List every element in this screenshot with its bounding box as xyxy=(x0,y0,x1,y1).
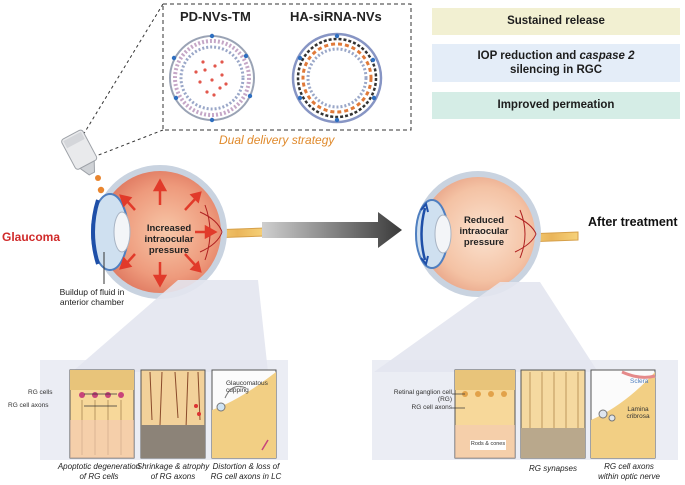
treatment-arrow xyxy=(262,212,402,248)
dashed-leader-top xyxy=(79,3,164,141)
right-panel-optic-nerve xyxy=(590,369,656,459)
rg-cells-label: RG cells xyxy=(28,389,53,396)
caption-shrinkage-line1: Shrinkage & atrophy xyxy=(136,462,210,471)
increased-line1: Increased xyxy=(146,223,192,234)
left-panel-axons xyxy=(140,369,206,459)
iop-reduction-box xyxy=(432,44,680,82)
permeation-box xyxy=(432,92,680,119)
caption-optic-line1: RG cell axons xyxy=(604,462,654,471)
right-zoom-cone xyxy=(374,282,598,372)
left-zoom-cone xyxy=(72,280,268,372)
increased-pressure-label: Increased intraocular pressure xyxy=(138,223,200,257)
retinal-line1: Retinal ganglion cell xyxy=(393,389,452,396)
pd-nvs-tm-title: PD-NVs-TM xyxy=(180,9,251,24)
caption-apoptotic-line1: Apoptotic degeneration xyxy=(57,462,141,471)
rg-cell-axons-label: RG cell axons xyxy=(8,402,49,409)
iop-line2: silencing in RGC xyxy=(509,64,602,76)
caption-apoptotic-line2: of RG cells xyxy=(79,471,119,481)
dashed-leader-bottom xyxy=(95,129,164,157)
retinal-ganglion-label: Retinal ganglion cell (RG) xyxy=(370,389,452,404)
fluid-line2: anterior chamber xyxy=(59,296,125,307)
caption-rg-synapses: RG synapses xyxy=(528,464,578,473)
eye-dropper-icon xyxy=(61,129,105,194)
caption-optic-line2: within optic nerve xyxy=(598,471,660,481)
left-panel-rg-cells xyxy=(69,369,135,459)
caption-shrinkage-line2: of RG axons xyxy=(150,471,196,481)
caption-distortion: Distortion & loss of RG cell axons in LC xyxy=(206,462,286,481)
ha-sirna-nvs-vesicle xyxy=(291,32,383,124)
reduced-pressure-label: Reduced intraocular pressure xyxy=(452,215,516,249)
iop-line1: IOP reduction and xyxy=(477,49,580,62)
rods-cones-label: Rods & cones xyxy=(470,441,506,447)
fluid-line1: Buildup of fluid in xyxy=(59,287,125,297)
caspase-text: caspase 2 xyxy=(579,49,635,62)
retinal-line2: (RG) xyxy=(437,396,452,404)
increased-line2: intraocular xyxy=(144,233,194,245)
glaucoma-eye xyxy=(91,165,266,299)
left-panel-cupping xyxy=(211,369,277,459)
reduced-line1: Reduced xyxy=(463,215,505,226)
right-panel-synapses xyxy=(520,369,586,459)
caption-shrinkage: Shrinkage & atrophy of RG axons xyxy=(132,462,214,481)
caption-rg-optic-nerve: RG cell axons within optic nerve xyxy=(590,462,668,481)
sustained-release-box xyxy=(432,8,680,35)
permeation-label: Improved permeation xyxy=(497,99,615,112)
iop-reduction-label: IOP reduction and caspase 2 silencing in… xyxy=(432,44,680,82)
caption-distortion-line1: Distortion & loss of xyxy=(212,462,280,471)
glaucoma-label: Glaucoma xyxy=(2,230,61,244)
sustained-release-label: Sustained release xyxy=(507,15,605,28)
right-panel-retina xyxy=(454,369,516,459)
glaucomatous-cupping-label: Glaucomatous cupping xyxy=(226,380,274,395)
ha-sirna-nvs-title: HA-siRNA-NVs xyxy=(290,9,382,24)
increased-line3: pressure xyxy=(148,244,190,256)
sclera-label: Sclera xyxy=(630,378,649,385)
caption-apoptotic: Apoptotic degeneration of RG cells xyxy=(44,462,154,481)
after-treatment-label: After treatment xyxy=(588,215,678,229)
cupping-line1: Glaucomatous xyxy=(226,380,268,387)
lamina-line1: Lamina xyxy=(627,406,649,413)
lamina-cribrosa-label: Lamina cribrosa xyxy=(622,406,654,421)
cupping-line2: cupping xyxy=(226,387,249,395)
dual-delivery-label: Dual delivery strategy xyxy=(219,133,335,147)
fluid-buildup-label: Buildup of fluid in anterior chamber xyxy=(42,287,142,308)
lamina-line2: cribrosa xyxy=(626,413,650,421)
reduced-line2: intraocular xyxy=(459,225,509,237)
nanovesicle-box xyxy=(162,3,412,131)
pd-nvs-tm-vesicle xyxy=(169,33,255,123)
rg-axons-right-label: RG cell axons xyxy=(411,404,452,411)
treated-eye xyxy=(415,171,579,297)
reduced-line3: pressure xyxy=(463,236,505,248)
caption-distortion-line2: RG cell axons in LC xyxy=(210,471,282,481)
